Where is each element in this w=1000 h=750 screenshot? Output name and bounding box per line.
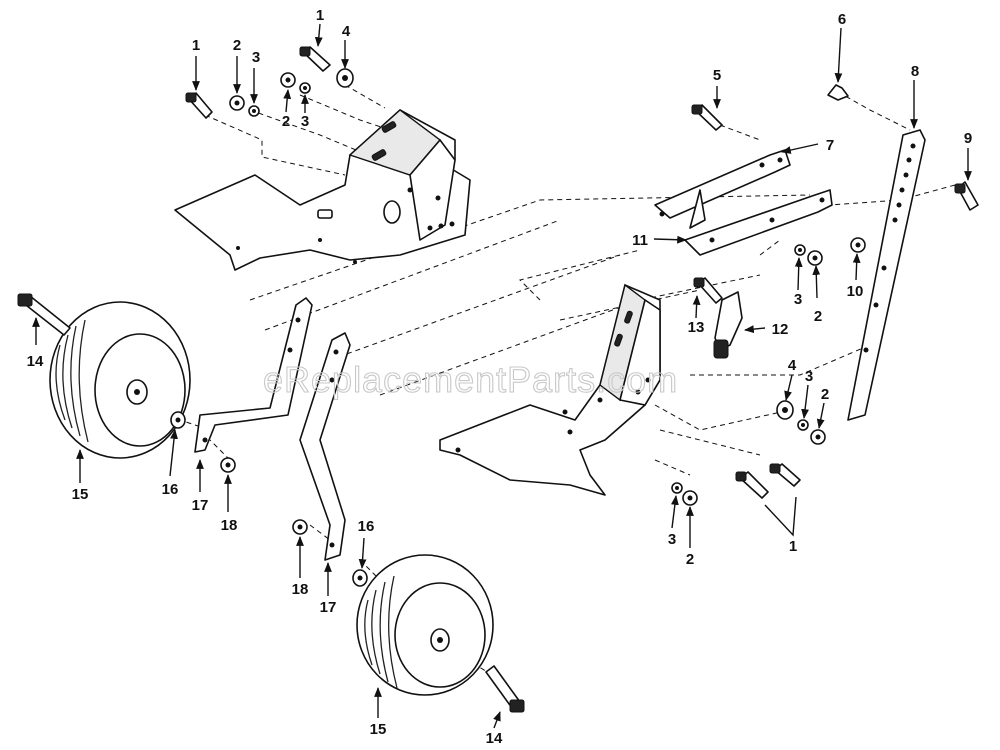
callout-18: 18 bbox=[221, 517, 238, 534]
callout-1: 1 bbox=[789, 538, 797, 555]
callout-16: 16 bbox=[162, 481, 179, 498]
callout-10: 10 bbox=[847, 283, 864, 300]
callout-3: 3 bbox=[301, 113, 309, 130]
mounting-plates bbox=[654, 149, 833, 256]
callout-16: 16 bbox=[358, 518, 375, 535]
callout-18: 18 bbox=[292, 581, 309, 598]
callout-17: 17 bbox=[192, 497, 209, 514]
left-wheel bbox=[49, 301, 191, 459]
callout-numbers: 1 2 3 2 3 1 4 5 6 7 8 9 11 3 2 10 13 12 … bbox=[27, 7, 973, 747]
callout-3: 3 bbox=[252, 49, 260, 66]
callout-1: 1 bbox=[192, 37, 200, 54]
callout-2: 2 bbox=[814, 308, 822, 325]
callout-9: 9 bbox=[964, 130, 972, 147]
callout-2: 2 bbox=[233, 37, 241, 54]
callout-13: 13 bbox=[688, 319, 705, 336]
callout-6: 6 bbox=[838, 11, 846, 28]
callout-leaders bbox=[32, 23, 972, 729]
left-wheel-bracket bbox=[194, 297, 313, 453]
callout-15: 15 bbox=[72, 486, 89, 503]
callout-14: 14 bbox=[27, 353, 44, 370]
callout-4: 4 bbox=[342, 23, 351, 40]
adjustment-bar bbox=[847, 129, 926, 421]
right-frame-bracket bbox=[439, 283, 661, 496]
callout-14: 14 bbox=[486, 730, 503, 747]
callout-3: 3 bbox=[794, 291, 802, 308]
callout-4: 4 bbox=[788, 357, 797, 374]
callout-5: 5 bbox=[713, 67, 721, 84]
callout-2: 2 bbox=[282, 113, 290, 130]
spring-clip bbox=[713, 291, 743, 359]
callout-15: 15 bbox=[370, 721, 387, 738]
callout-8: 8 bbox=[911, 63, 919, 80]
callout-1: 1 bbox=[316, 7, 324, 24]
callout-17: 17 bbox=[320, 599, 337, 616]
callout-3: 3 bbox=[805, 368, 813, 385]
callout-7: 7 bbox=[826, 137, 834, 154]
right-wheel-bracket bbox=[299, 332, 351, 561]
watermark-text: eReplacementParts.com bbox=[263, 359, 678, 400]
callout-12: 12 bbox=[772, 321, 789, 338]
callout-2: 2 bbox=[821, 386, 829, 403]
callout-2: 2 bbox=[686, 551, 694, 568]
callout-11: 11 bbox=[632, 232, 648, 249]
right-wheel bbox=[356, 554, 494, 696]
callout-3: 3 bbox=[668, 531, 676, 548]
left-frame-bracket bbox=[174, 109, 471, 271]
hardware bbox=[17, 46, 979, 713]
